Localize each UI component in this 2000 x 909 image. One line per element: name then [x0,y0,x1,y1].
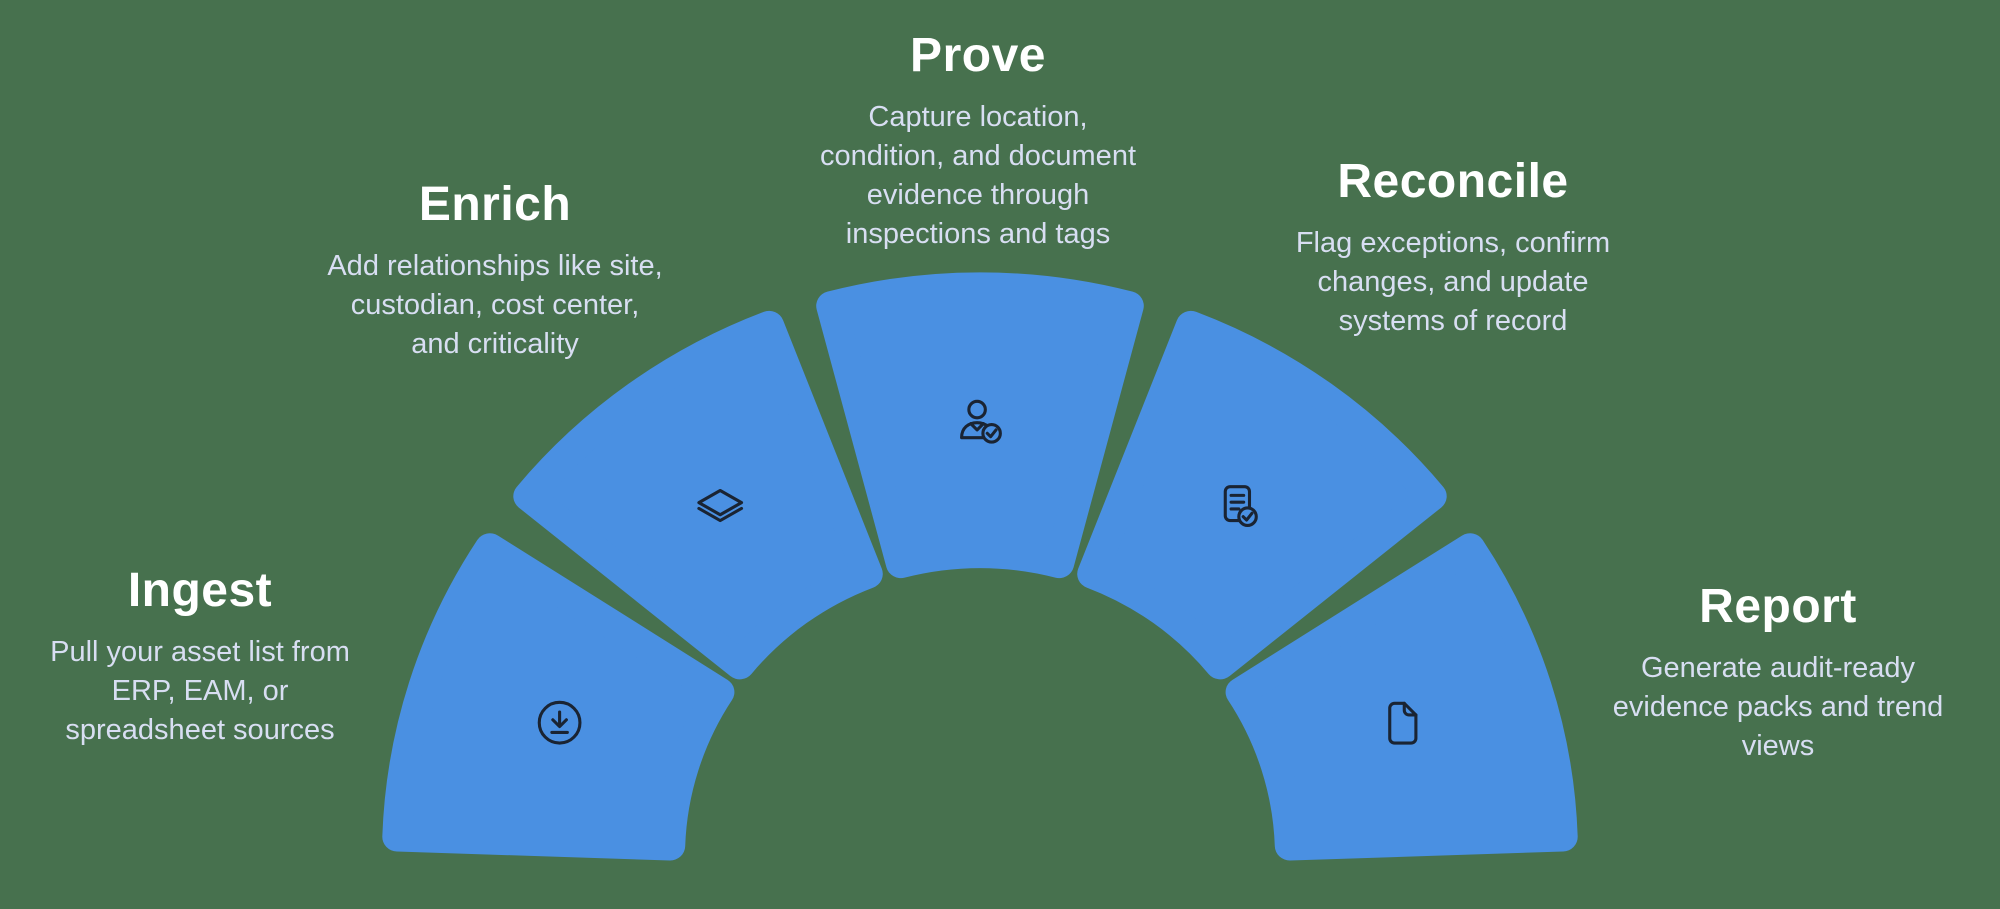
user-check-icon [960,399,1002,444]
document-check-icon [1223,485,1258,527]
segment-reconcile [1077,310,1447,680]
layers-icon [697,488,744,523]
download-icon [537,700,582,745]
file-icon [1388,701,1418,745]
segment-report [1225,533,1578,861]
segment-enrich [513,310,883,680]
segment-ingest [382,533,735,861]
